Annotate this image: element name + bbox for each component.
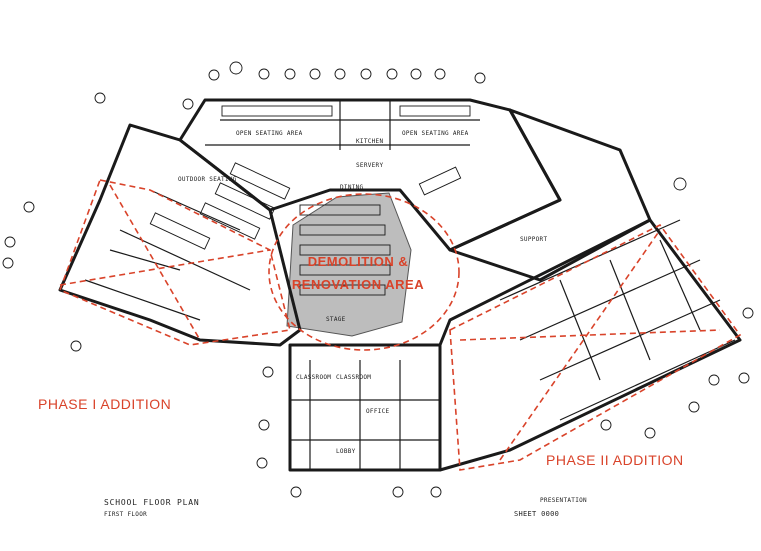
phase-1-addition-label: PHASE I ADDITION [38,396,172,412]
building-walls [58,98,742,472]
grid-bubbles [2,61,754,498]
room-label-kitchen: KITCHEN [356,138,384,145]
plan-subtitle: FIRST FLOOR [104,511,148,518]
demolition-renovation-label: DEMOLITION & RENOVATION AREA [258,250,458,296]
seating-tables [149,105,471,296]
plan-title: SCHOOL FLOOR PLAN [104,498,200,507]
room-label-lobby: LOBBY [336,448,356,455]
renovation-area-label: RENOVATION AREA [291,277,425,292]
room-label-office: OFFICE [366,408,390,415]
room-label-servery: SERVERY [356,162,384,169]
room-label-classroom-2: CLASSROOM [336,374,372,381]
demolition-fill [286,192,412,337]
demolition-label: DEMOLITION & [307,254,409,269]
phase-boundaries [58,179,742,471]
room-label-classroom-1: CLASSROOM [296,374,332,381]
room-label-stage: STAGE [326,316,346,323]
room-label-open-seating-2: OPEN SEATING AREA [402,130,469,137]
room-label-support: SUPPORT [520,236,548,243]
presentation-label: PRESENTATION [540,497,587,504]
sheet-number: SHEET 0000 [514,510,560,518]
room-label-open-seating-1: OPEN SEATING AREA [236,130,303,137]
room-label-dining: DINING [340,184,364,191]
phase-2-addition-label: PHASE II ADDITION [546,452,684,468]
room-label-outdoor-seating: OUTDOOR SEATING [178,176,237,183]
